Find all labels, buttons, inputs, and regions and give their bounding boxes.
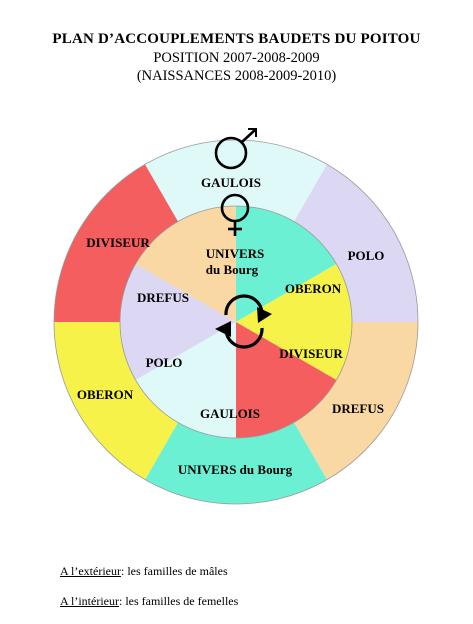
outer-sector-gaulois (145, 140, 327, 222)
inner-label-diviseur: DIVISEUR (279, 346, 343, 361)
inner-ring-outline (119, 205, 353, 439)
female-symbol-icon (220, 193, 250, 236)
legend-inner-text: : les familles de femelles (118, 594, 239, 608)
outer-sector-oberon (54, 322, 178, 480)
outer-sector-univers-du-bourg (145, 422, 327, 505)
page-title: PLAN D’ACCOUPLEMENTS BAUDETS DU POITOU (52, 31, 421, 47)
legend-outer-term: A l’extérieur (60, 564, 121, 578)
outer-sector-drefus (294, 322, 418, 480)
outer-sector-diviseur (54, 164, 178, 322)
legend-outer-text: : les familles de mâles (120, 564, 228, 578)
outer-label-gaulois: GAULOIS (201, 175, 261, 190)
inner-sector-drefus (135, 206, 236, 322)
inner-label-drefus: DREFUS (137, 290, 189, 305)
inner-label-oberon: OBERON (285, 281, 342, 296)
inner-label-univers-line1: UNIVERS (206, 246, 265, 261)
rotation-arrows-icon (215, 294, 272, 349)
inner-sector-univers-du-bourg (236, 206, 337, 322)
inner-label-polo: POLO (146, 355, 183, 370)
outer-label-univers: UNIVERS du Bourg (178, 462, 293, 477)
legend-outer: A l’extérieur: les familles de mâles (60, 564, 228, 579)
outer-label-diviseur: DIVISEUR (86, 235, 150, 250)
outer-label-drefus: DREFUS (332, 401, 384, 416)
inner-sector-gaulois (135, 322, 236, 438)
inner-sector-oberon (236, 264, 352, 380)
births-subtitle: (NAISSANCES 2008-2009-2010) (136, 68, 337, 84)
legend-inner: A l’intérieur: les familles de femelles (60, 594, 238, 609)
position-subtitle: POSITION 2007-2008-2009 (153, 50, 320, 66)
header: PLAN D’ACCOUPLEMENTS BAUDETS DU POITOU P… (0, 30, 473, 85)
inner-ring (120, 206, 352, 438)
inner-label-univers-line2: du Bourg (206, 262, 259, 277)
outer-ring (54, 140, 418, 505)
outer-sector-polo (294, 164, 418, 322)
outer-label-polo: POLO (348, 248, 385, 263)
outer-label-oberon: OBERON (77, 387, 134, 402)
inner-sector-diviseur (236, 322, 337, 438)
legend-inner-term: A l’intérieur (60, 594, 119, 608)
inner-label-gaulois: GAULOIS (200, 406, 260, 421)
male-symbol-icon (214, 128, 257, 170)
inner-sector-polo (120, 264, 236, 380)
